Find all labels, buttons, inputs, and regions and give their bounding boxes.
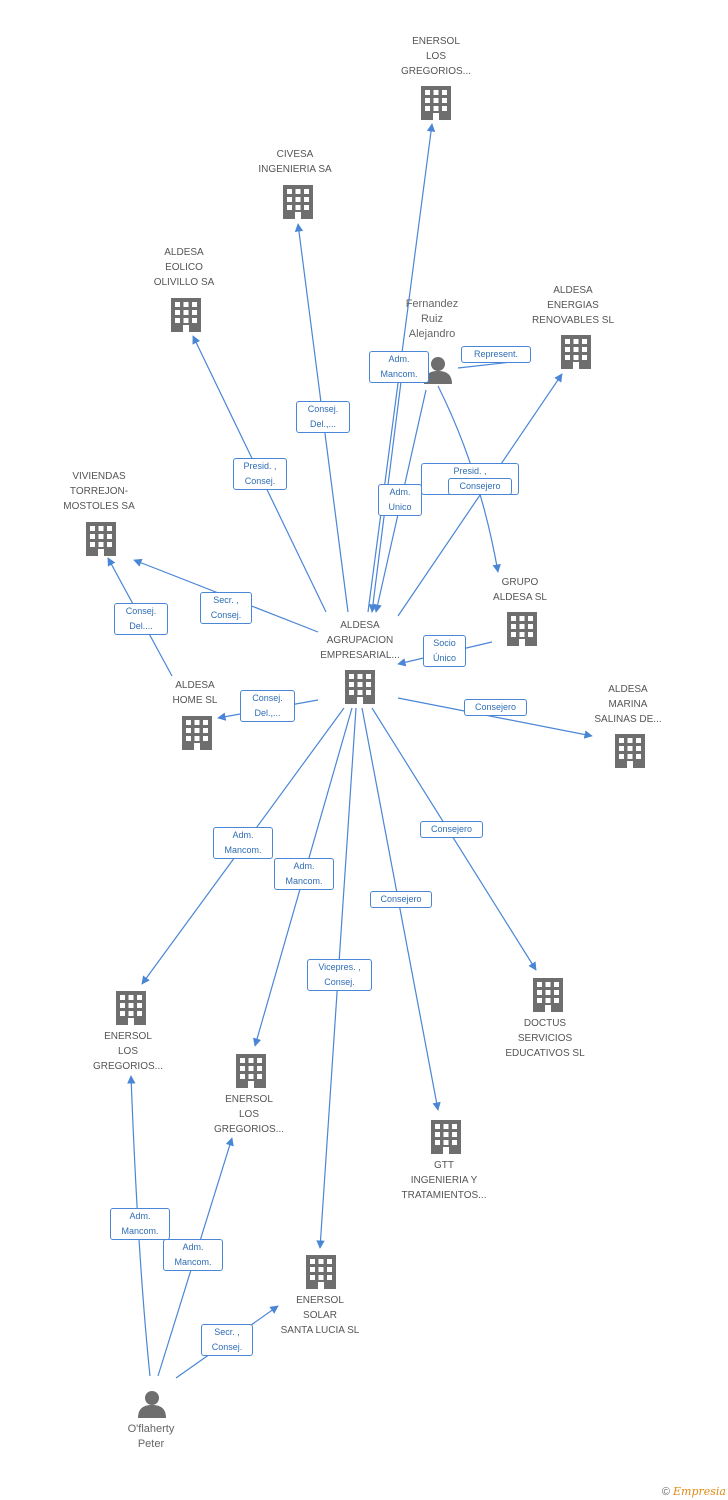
edge-line xyxy=(397,697,593,739)
aldesa-eolico-building-icon[interactable] xyxy=(171,298,201,332)
edge-label[interactable]: Presid. , Consej. xyxy=(233,458,287,490)
edge-label[interactable]: Consej. Del.... xyxy=(114,603,168,635)
node-label-grupo-aldesa[interactable]: GRUPO ALDESA SL xyxy=(493,577,547,603)
edge-label[interactable]: Consej. Del.,... xyxy=(296,401,350,433)
edge-label[interactable]: Adm. Mancom. xyxy=(369,351,429,383)
node-label-aldesa-marina[interactable]: ALDESA MARINA SALINAS DE... xyxy=(594,684,662,725)
copyright-icon: © xyxy=(661,1486,670,1498)
node-label-viviendas[interactable]: VIVIENDAS TORREJON- MOSTOLES SA xyxy=(63,471,135,512)
edge-label[interactable]: Vicepres. , Consej. xyxy=(307,959,372,991)
node-label-civesa[interactable]: CIVESA INGENIERIA SA xyxy=(258,149,332,175)
enersol-left-building-icon[interactable] xyxy=(116,991,146,1025)
edge-line xyxy=(361,707,441,1111)
edge-line xyxy=(127,1075,151,1377)
edge-label[interactable]: Consejero xyxy=(464,699,527,716)
enersol-solar-building-icon[interactable] xyxy=(306,1255,336,1289)
edge-label[interactable]: Adm. Mancom. xyxy=(163,1239,223,1271)
edge-label[interactable]: Adm. Mancom. xyxy=(274,858,334,890)
edge-line xyxy=(371,707,537,971)
node-label-aldesa-agrupacion[interactable]: ALDESA AGRUPACION EMPRESARIAL... xyxy=(320,620,400,661)
edge-label[interactable]: Consej. Del.,... xyxy=(240,690,295,722)
node-label-doctus[interactable]: DOCTUS SERVICIOS EDUCATIVOS SL xyxy=(505,1018,585,1059)
node-label-enersol-mid[interactable]: ENERSOL LOS GREGORIOS... xyxy=(213,1094,284,1135)
node-label-fernandez[interactable]: Fernandez Ruiz Alejandro xyxy=(405,298,459,340)
enersol-mid-building-icon[interactable] xyxy=(236,1054,266,1088)
node-label-aldesa-home[interactable]: ALDESA HOME SL xyxy=(172,680,218,706)
grupo-aldesa-building-icon[interactable] xyxy=(507,612,537,646)
edge-label[interactable]: Secr. , Consej. xyxy=(201,1324,253,1356)
node-label-enersol-solar[interactable]: ENERSOL SOLAR SANTA LUCIA SL xyxy=(280,1295,360,1336)
civesa-building-icon[interactable] xyxy=(283,185,313,219)
node-label-enersol-left[interactable]: ENERSOL LOS GREGORIOS... xyxy=(92,1031,163,1072)
viviendas-building-icon[interactable] xyxy=(86,522,116,556)
edge-label[interactable]: Consejero xyxy=(370,891,432,908)
node-label-aldesa-energias[interactable]: ALDESA ENERGIAS RENOVABLES SL xyxy=(531,285,615,326)
aldesa-home-building-icon[interactable] xyxy=(182,716,212,750)
node-label-oflaherty[interactable]: O'flaherty Peter xyxy=(127,1423,175,1450)
edge-label[interactable]: Adm. Mancom. xyxy=(110,1208,170,1240)
gtt-building-icon[interactable] xyxy=(431,1120,461,1154)
footer-brand: © Empresia xyxy=(662,1485,726,1498)
doctus-building-icon[interactable] xyxy=(533,978,563,1012)
edge-label[interactable]: Consejero xyxy=(448,478,512,495)
edge-label[interactable]: Represent. xyxy=(461,346,531,363)
enersol-top-building-icon[interactable] xyxy=(421,86,451,120)
node-label-gtt[interactable]: GTT INGENIERIA Y TRATAMIENTOS... xyxy=(401,1160,487,1201)
oflaherty-person-icon[interactable] xyxy=(138,1391,166,1418)
aldesa-energias-building-icon[interactable] xyxy=(561,335,591,369)
node-label-aldesa-eolico[interactable]: ALDESA EOLICO OLIVILLO SA xyxy=(153,247,215,288)
node-label-enersol-top[interactable]: ENERSOL LOS GREGORIOS... xyxy=(400,36,471,77)
edge-label[interactable]: Consejero xyxy=(420,821,483,838)
brand-logo: Empresia xyxy=(673,1485,726,1498)
aldesa-marina-building-icon[interactable] xyxy=(615,734,645,768)
edge-label[interactable]: Adm. Unico xyxy=(378,484,422,516)
edge-label[interactable]: Socio Único xyxy=(423,635,466,667)
aldesa-agrupacion-building-icon[interactable] xyxy=(345,670,375,704)
edge-label[interactable]: Secr. , Consej. xyxy=(200,592,252,624)
edge-label[interactable]: Adm. Mancom. xyxy=(213,827,273,859)
